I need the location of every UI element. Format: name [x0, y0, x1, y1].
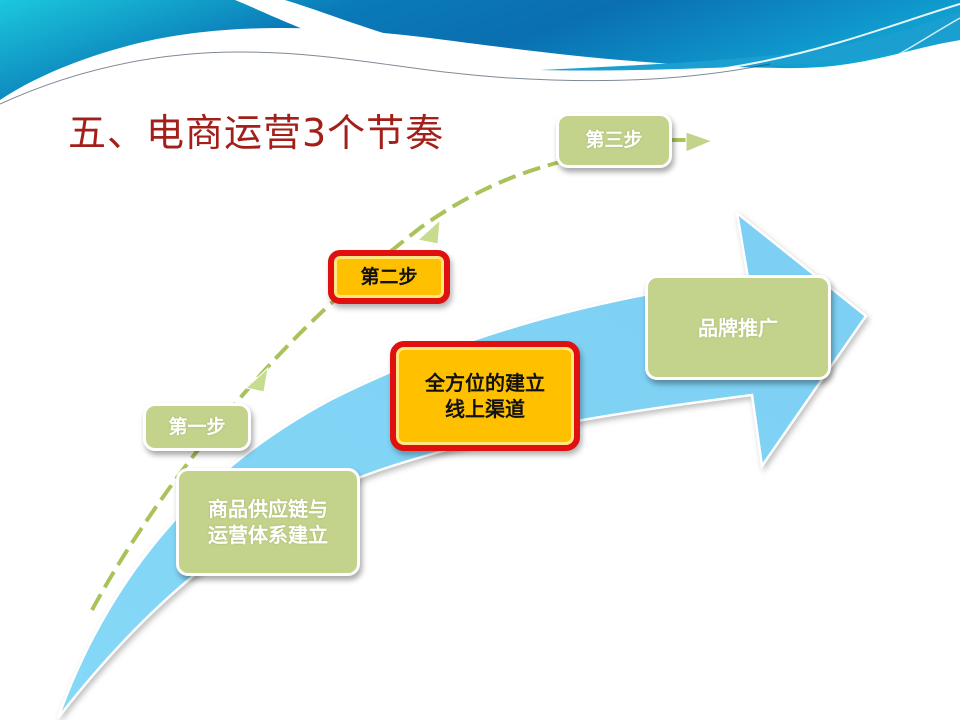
- path-marker-icon: [416, 218, 441, 245]
- step-3-label: 第三步: [556, 113, 672, 168]
- stage-2-box: 全方位的建立 线上渠道: [390, 341, 580, 451]
- path-marker-icon: [685, 131, 714, 153]
- stage-1-box: 商品供应链与 运营体系建立: [176, 468, 360, 576]
- stage-1-line-1: 商品供应链与: [208, 497, 328, 521]
- path-marker-icon: [244, 366, 269, 393]
- slide-title: 五、电商运营3个节奏: [68, 111, 445, 155]
- step-2-label: 第二步: [328, 250, 450, 304]
- step-1-text: 第一步: [168, 415, 226, 438]
- stage-3-line-1: 品牌推广: [698, 315, 778, 340]
- step-1-label: 第一步: [143, 403, 251, 451]
- step-2-text: 第二步: [360, 265, 418, 288]
- stage-2-line-1: 全方位的建立: [425, 371, 545, 395]
- step-3-text: 第三步: [585, 129, 643, 152]
- stage-2-line-2: 线上渠道: [445, 397, 525, 421]
- stage-3-box: 品牌推广: [645, 275, 831, 380]
- stage-1-line-2: 运营体系建立: [208, 523, 328, 547]
